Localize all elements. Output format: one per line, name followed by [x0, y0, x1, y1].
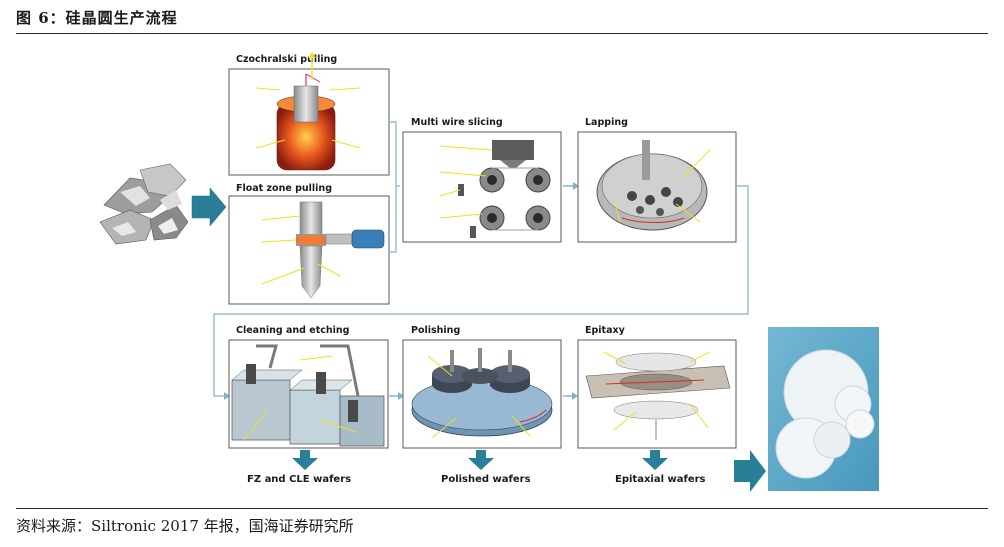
stage-title-lapping: Lapping — [585, 117, 628, 128]
finished-wafers-image — [768, 327, 879, 491]
figure-title: 图 6：硅晶圆生产流程 — [16, 9, 178, 27]
raw-silicon-image — [99, 163, 189, 245]
arrow-down-polished — [468, 450, 494, 470]
arrow-to-wafers — [734, 450, 766, 492]
bottom-divider — [16, 508, 988, 509]
polishing-illustration — [402, 339, 562, 449]
output-label-polished: Polished wafers — [441, 474, 531, 485]
stage-title-cleaning: Cleaning and etching — [236, 325, 350, 336]
lapping-illustration — [577, 131, 737, 243]
arrow-raw-to-pulling — [191, 187, 227, 227]
epitaxy-illustration — [577, 339, 737, 449]
multi-wire-illustration — [402, 131, 562, 243]
stage-title-czochralski: Czochralski pulling — [236, 54, 338, 65]
stage-title-multi-wire: Multi wire slicing — [411, 117, 503, 128]
stage-title-epitaxy: Epitaxy — [585, 325, 625, 336]
cleaning-illustration — [228, 339, 389, 449]
float-zone-illustration — [228, 195, 390, 305]
output-label-epitaxial: Epitaxial wafers — [615, 474, 706, 485]
arrow-down-epitaxial — [642, 450, 668, 470]
arrow-down-fz-cle — [292, 450, 318, 470]
top-divider — [16, 33, 988, 34]
czochralski-illustration — [228, 52, 390, 176]
source-note: 资料来源：Siltronic 2017 年报，国海证券研究所 — [16, 517, 354, 535]
stage-title-polishing: Polishing — [411, 325, 461, 336]
stage-title-float-zone: Float zone pulling — [236, 183, 332, 194]
output-label-fz-cle: FZ and CLE wafers — [247, 474, 352, 485]
